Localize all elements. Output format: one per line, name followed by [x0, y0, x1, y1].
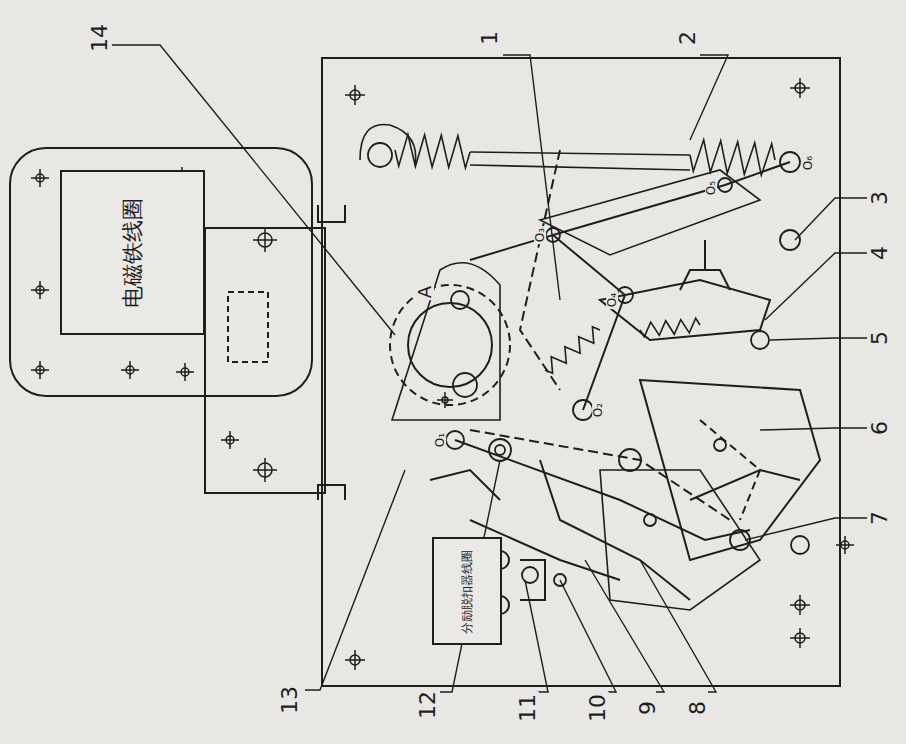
center-mark: [31, 169, 49, 187]
center-mark: [437, 392, 453, 408]
pivot-label: O₃: [534, 226, 546, 244]
spring-rod: [470, 152, 690, 155]
center-mark: [790, 628, 810, 648]
callout-number: 7: [869, 509, 891, 527]
spring-rod: [470, 165, 690, 170]
spring-hook: [360, 124, 416, 165]
center-mark: [31, 361, 49, 379]
callout-number: 3: [869, 189, 891, 207]
coil-label: 分励脱扣器线圈: [459, 549, 476, 633]
pivot-label: O₂: [592, 401, 604, 419]
center-mark: [790, 78, 810, 98]
pivot-label: O₁: [434, 431, 446, 449]
center-mark: [176, 363, 194, 381]
center-mark: [31, 281, 49, 299]
center-mark: [790, 595, 810, 615]
center-mark: [345, 650, 365, 670]
callout-number: 10: [587, 692, 609, 724]
callout-number: 9: [637, 699, 659, 717]
pivot-label: O₅: [705, 179, 717, 197]
callout-number: 2: [677, 29, 699, 47]
center-mark: [253, 228, 277, 252]
callout-number: 4: [869, 244, 891, 262]
callout-number: 8: [687, 699, 709, 717]
release-coil-box: 分励脱扣器线圈: [432, 537, 502, 645]
pivot-label: O₄: [606, 291, 618, 309]
callout-number: 14: [89, 22, 111, 54]
spring-symbol: [690, 140, 775, 175]
center-mark: [253, 458, 277, 482]
coil-box: 电磁铁线圈: [60, 170, 205, 335]
center-mark: [345, 85, 365, 105]
center-mark: [121, 361, 139, 379]
callout-number: 11: [517, 692, 539, 724]
callout-number: 6: [869, 419, 891, 437]
center-mark: [221, 431, 239, 449]
callout-number: 12: [417, 689, 439, 721]
spring-symbol: [545, 327, 600, 373]
spring-symbol: [395, 134, 470, 168]
coil-label: 电磁铁线圈: [118, 198, 148, 308]
callout-number: 13: [279, 684, 301, 716]
center-mark: [836, 536, 854, 554]
callout-number: 1: [479, 29, 501, 47]
spring-symbol: [640, 318, 700, 336]
callout-number: 5: [869, 329, 891, 347]
point-label: A: [416, 284, 434, 300]
pivot-label: O₆: [802, 154, 814, 172]
